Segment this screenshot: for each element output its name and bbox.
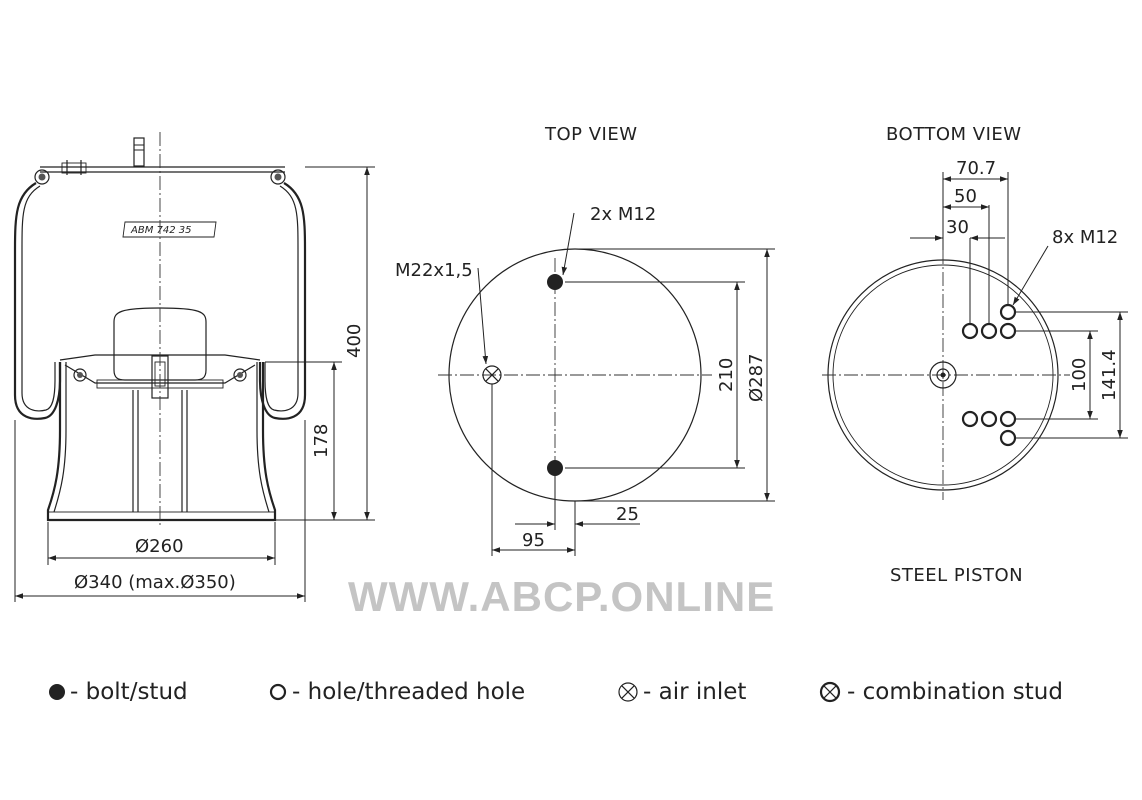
upper-bead-left bbox=[34, 169, 50, 185]
bottom-holes-lower bbox=[961, 410, 1017, 447]
legend-bolt: - bolt/stud bbox=[49, 679, 188, 705]
top-stud-lower bbox=[547, 460, 563, 476]
legend-combo: - combination stud bbox=[819, 679, 1063, 705]
watermark: WWW.ABCP.ONLINE bbox=[348, 573, 775, 620]
dim-25: 25 bbox=[616, 504, 639, 525]
top-view-title: TOP VIEW bbox=[544, 124, 638, 145]
dim-287: Ø287 bbox=[746, 353, 767, 402]
part-label-box: ABM 742 35 bbox=[122, 221, 217, 238]
legend-combo-label: - combination stud bbox=[847, 679, 1063, 705]
dim-height-400: 400 bbox=[344, 324, 365, 358]
dim-outer-dia: Ø340 (max.Ø350) bbox=[74, 572, 236, 593]
legend-hole: - hole/threaded hole bbox=[269, 679, 525, 705]
bottom-view-subtitle: STEEL PISTON bbox=[890, 565, 1023, 586]
label-8x-m12: 8x M12 bbox=[1052, 227, 1118, 248]
dim-100: 100 bbox=[1069, 358, 1090, 392]
bolt-symbol-icon bbox=[49, 684, 65, 700]
dim-piston-dia: Ø260 bbox=[135, 536, 184, 557]
part-label: ABM 742 35 bbox=[130, 225, 192, 236]
bottom-view-title: BOTTOM VIEW bbox=[886, 124, 1022, 145]
dim-210: 210 bbox=[716, 358, 737, 392]
dim-piston-height-178: 178 bbox=[311, 424, 332, 458]
label-2x-m12: 2x M12 bbox=[590, 204, 656, 225]
air-inlet-symbol-icon bbox=[618, 682, 638, 702]
piston-center-boss bbox=[929, 361, 957, 389]
top-stud-upper bbox=[547, 274, 563, 290]
dim-30: 30 bbox=[946, 217, 969, 238]
rubber-bumper bbox=[113, 307, 207, 381]
label-m22: M22x1,5 bbox=[395, 260, 473, 281]
combination-stud-symbol-icon bbox=[819, 681, 841, 703]
bottom-view: BOTTOM VIEW 8x M12 70.7 bbox=[822, 124, 1128, 586]
side-view: ABM 742 35 400 178 Ø260 Ø340 (max.Ø350) bbox=[13, 132, 375, 602]
upper-bead-right bbox=[270, 169, 286, 185]
top-view: TOP VIEW 2x M12 M22x1,5 210 Ø287 bbox=[395, 124, 775, 556]
legend-hole-label: - hole/threaded hole bbox=[292, 679, 525, 705]
legend-inlet-label: - air inlet bbox=[643, 679, 746, 705]
legend: - bolt/stud - hole/threaded hole - air i… bbox=[49, 679, 1063, 705]
dim-141-4: 141.4 bbox=[1099, 349, 1120, 401]
legend-inlet: - air inlet bbox=[618, 679, 746, 705]
dim-70-7: 70.7 bbox=[956, 158, 996, 179]
dim-95: 95 bbox=[522, 530, 545, 551]
dim-50: 50 bbox=[954, 186, 977, 207]
top-stud bbox=[133, 137, 145, 167]
hole-symbol-icon bbox=[269, 683, 287, 701]
legend-bolt-label: - bolt/stud bbox=[70, 679, 188, 705]
